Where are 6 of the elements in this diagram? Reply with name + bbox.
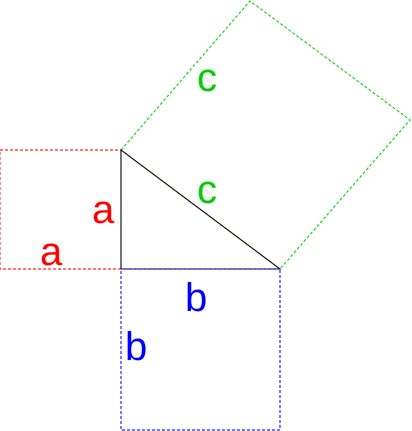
side-letter: a [40,232,62,272]
side-letter: a [92,190,114,230]
side-letter: c [197,170,217,210]
side-letter: c [197,58,217,98]
side-letter: b [125,327,148,367]
side-letter: b [185,278,208,318]
